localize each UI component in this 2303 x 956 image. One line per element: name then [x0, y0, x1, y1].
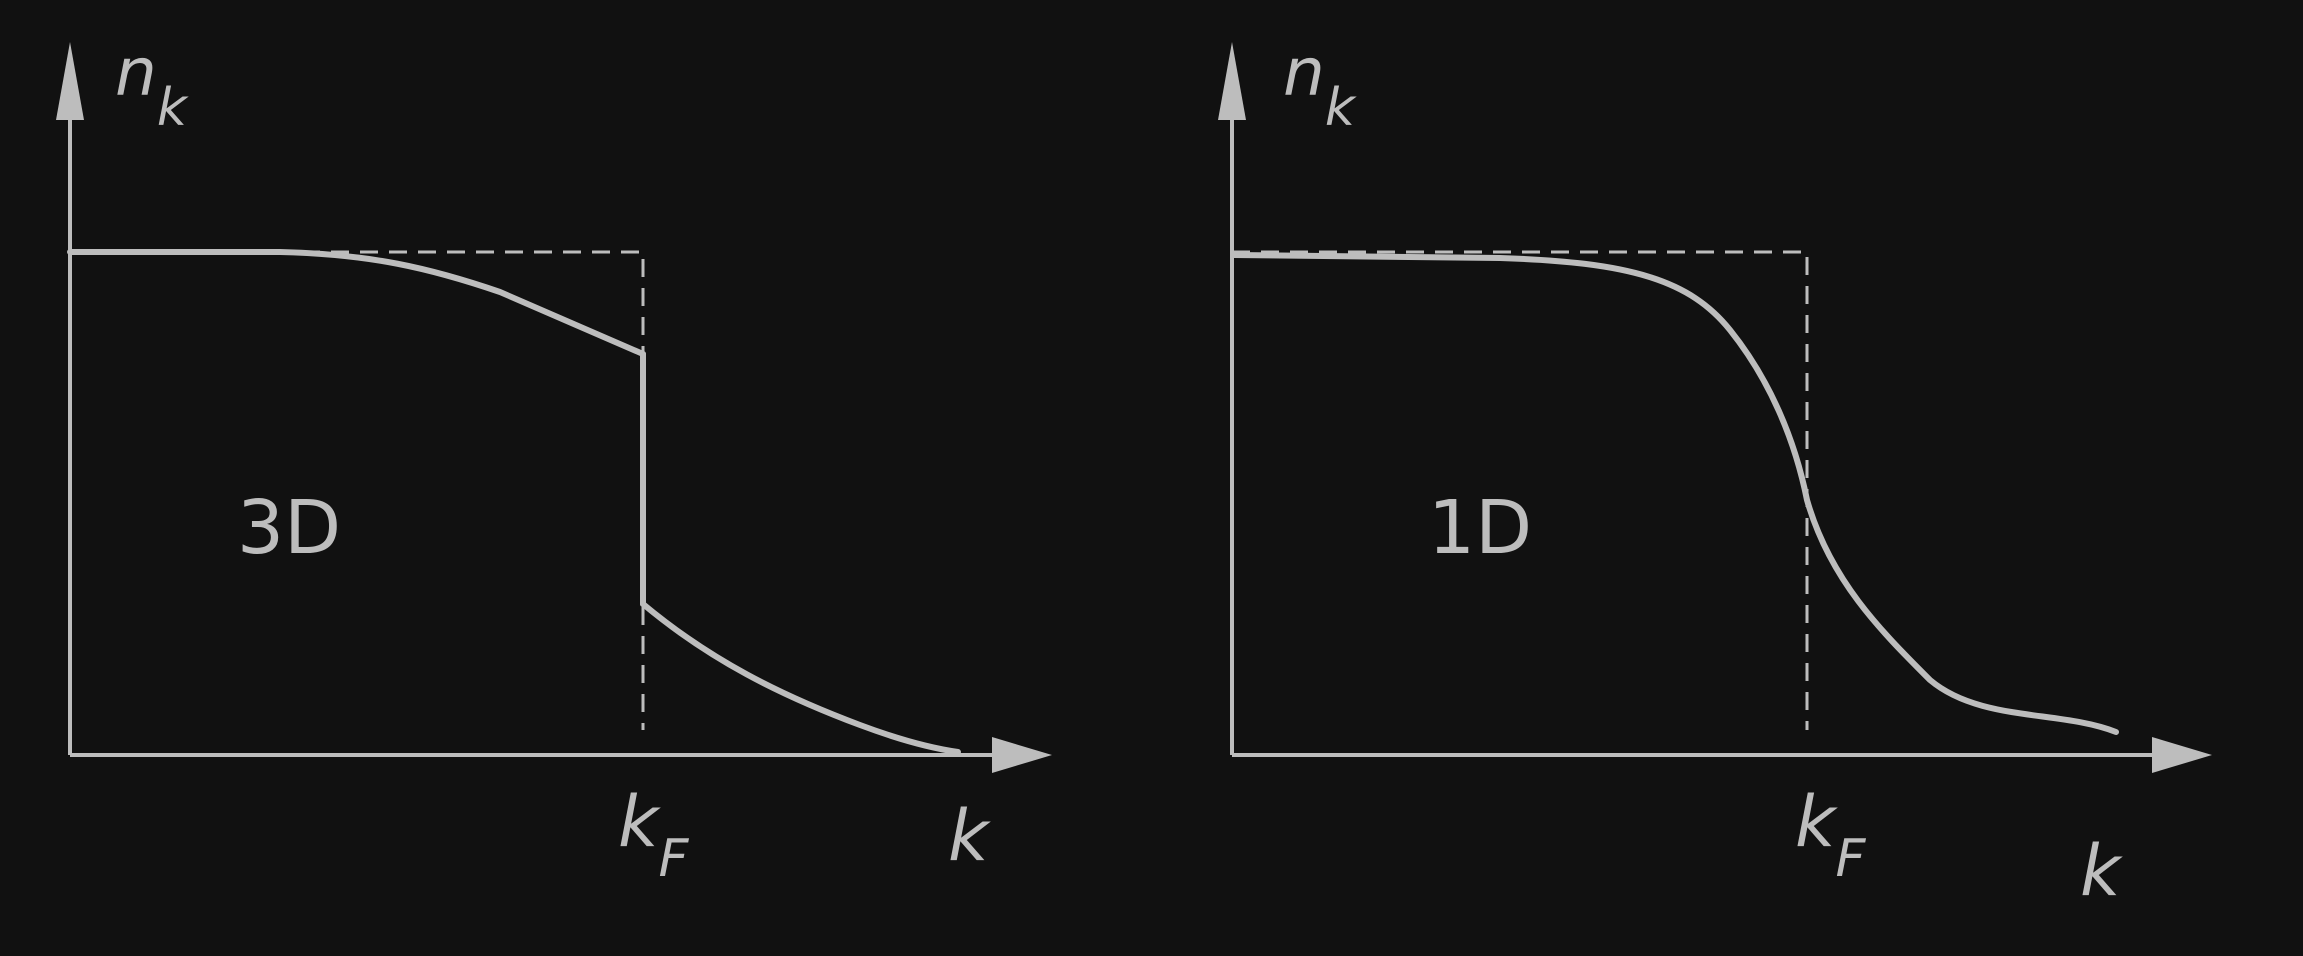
distribution-curve-upper: [67, 249, 646, 357]
fermi-momentum-label: kF: [1795, 781, 1867, 889]
panel-3d: nk 3D kF k: [56, 34, 1052, 889]
x-axis-label: k: [948, 795, 991, 877]
dimension-label-3d: 3D: [237, 485, 341, 571]
y-axis-label: nk: [115, 34, 189, 138]
free-fermion-step-dashed: [1232, 250, 1809, 730]
dimension-label-1d: 1D: [1428, 485, 1532, 571]
x-axis-label: k: [2080, 830, 2123, 912]
y-axis-arrowhead: [56, 42, 84, 120]
distribution-curve-lower: [640, 601, 961, 755]
y-axis-label: nk: [1283, 34, 1357, 138]
distribution-curve: [1231, 252, 2119, 735]
free-fermion-step-dashed: [70, 250, 645, 730]
y-axis-arrowhead: [1218, 42, 1246, 120]
fermi-momentum-label: kF: [618, 781, 690, 889]
x-axis-arrowhead: [992, 737, 1052, 773]
panel-1d: nk 1D kF k: [1218, 34, 2212, 912]
x-axis-arrowhead: [2152, 737, 2212, 773]
